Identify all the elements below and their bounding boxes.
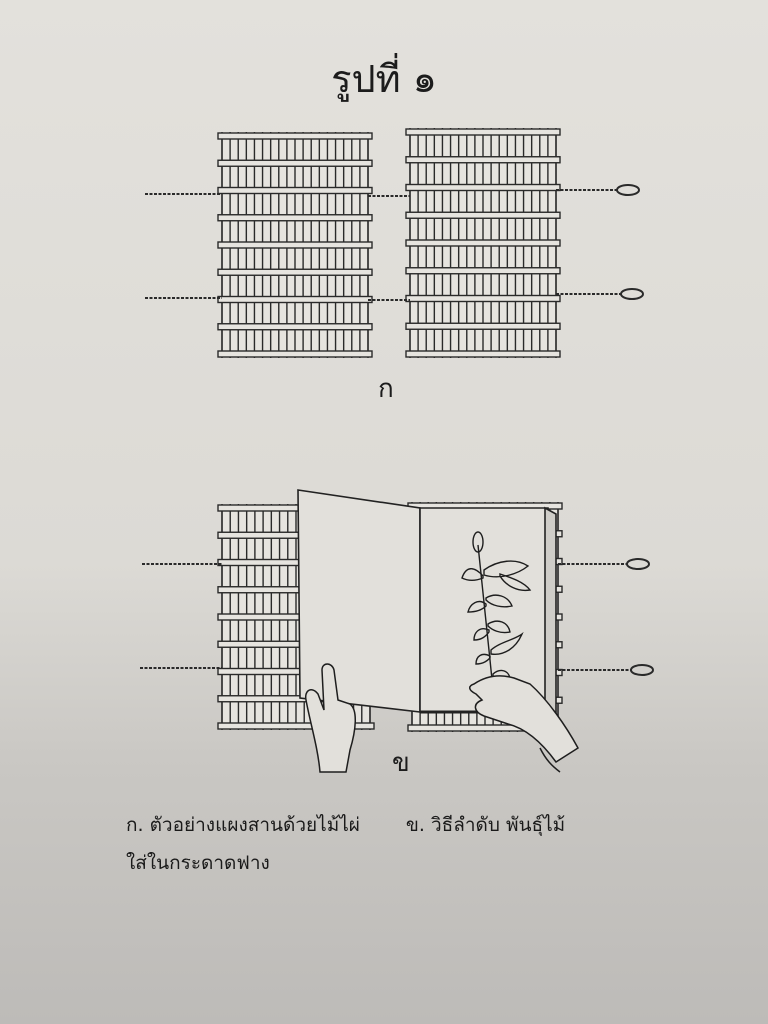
- figure-caption: ก. ตัวอย่างแผงสานด้วยไม้ไผ่ ข. วิธีลำดับ …: [126, 806, 726, 882]
- folder-edge: [544, 506, 557, 718]
- caption-line-2: ใส่ในกระดาดฟาง: [126, 852, 270, 874]
- panel-pair-a: [217, 128, 561, 358]
- ropes-b: [140, 558, 654, 676]
- caption-part-a: ก. ตัวอย่างแผงสานด้วยไม้ไผ่: [126, 814, 360, 836]
- figure-b-label: ข: [392, 748, 410, 778]
- caption-part-b: ข. วิธีลำดับ พันธุ์ไม้: [405, 814, 566, 836]
- left-hand-icon: [304, 663, 356, 773]
- folder-left-page: [297, 489, 421, 713]
- ropes-a: [145, 184, 644, 301]
- figure-title: รูปที่ ๑: [331, 57, 437, 101]
- right-hand-icon: [469, 675, 579, 773]
- figure-a-label: ก: [378, 374, 394, 404]
- plant-specimen-icon: [461, 531, 532, 713]
